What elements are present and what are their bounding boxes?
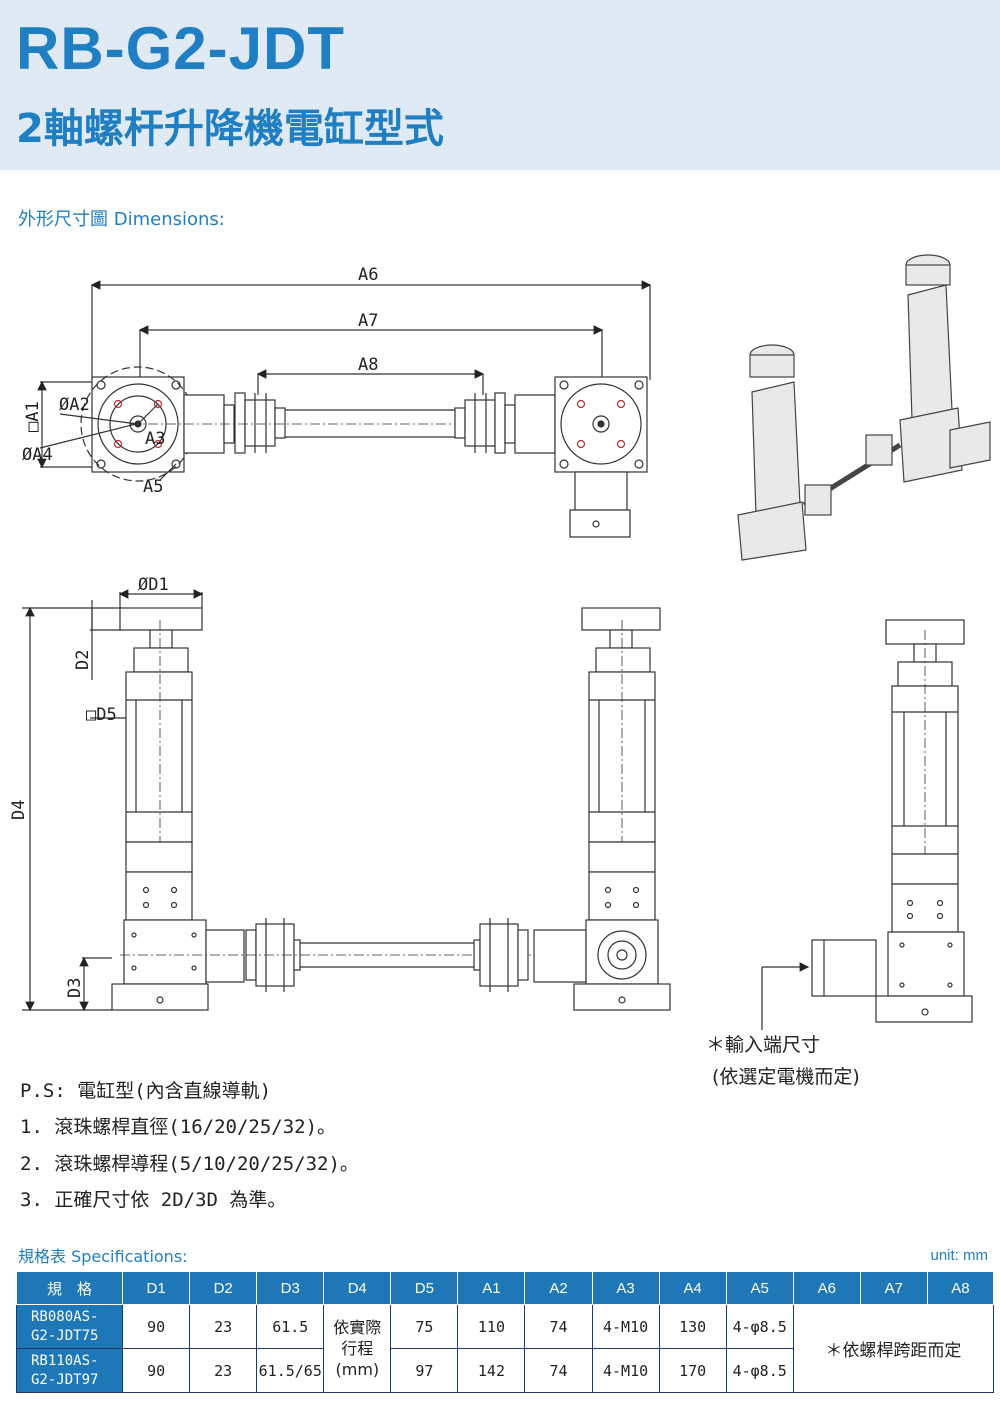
note-1: 1. 滾珠螺桿直徑(16/20/25/32)。 bbox=[20, 1116, 337, 1138]
note-3: 3. 正確尺寸依 2D/3D 為準。 bbox=[20, 1189, 287, 1211]
label-a8: A8 bbox=[358, 355, 378, 375]
header-d3: D3 bbox=[256, 1271, 325, 1305]
header-a1: A1 bbox=[457, 1271, 526, 1305]
note-2: 2. 滾珠螺桿導程(5/10/20/25/32)。 bbox=[20, 1153, 359, 1175]
label-a3: A3 bbox=[145, 429, 165, 449]
label-d1: ØD1 bbox=[138, 575, 169, 595]
dimensions-title: 外形尺寸圖 Dimensions: bbox=[18, 209, 225, 230]
cell-a3: 4-M10 bbox=[591, 1304, 660, 1349]
isometric-view bbox=[737, 254, 991, 561]
table-row: RB110AS-G2-JDT97 90 23 61.5/65 97 142 74… bbox=[15, 1348, 994, 1393]
cell-d1: 90 bbox=[122, 1348, 191, 1393]
input-note-line1: ＊輸入端尺寸 bbox=[706, 1034, 821, 1056]
cell-a5: 4-φ8.5 bbox=[725, 1304, 794, 1349]
label-a2: ØA2 bbox=[59, 395, 90, 415]
model-cell: RB080AS-G2-JDT75 bbox=[15, 1304, 124, 1349]
header-banner: RB-G2-JDT 2軸螺杆升降機電缸型式 bbox=[0, 0, 1000, 170]
spec-header-row: 規 格 D1 D2 D3 D4 D5 A1 A2 A3 A4 A5 A6 A7 … bbox=[15, 1271, 995, 1305]
header-d4: D4 bbox=[323, 1271, 392, 1305]
cell-a4: 170 bbox=[658, 1348, 727, 1393]
spec-table: 規 格 D1 D2 D3 D4 D5 A1 A2 A3 A4 A5 A6 A7 … bbox=[15, 1271, 995, 1393]
model-cell: RB110AS-G2-JDT97 bbox=[15, 1348, 124, 1393]
cell-d5: 75 bbox=[390, 1304, 459, 1349]
label-d4: D4 bbox=[9, 800, 29, 820]
cell-d5: 97 bbox=[390, 1348, 459, 1393]
cell-d2: 23 bbox=[189, 1304, 258, 1349]
label-d3: D3 bbox=[65, 978, 85, 998]
unit-label: unit: mm bbox=[930, 1247, 988, 1264]
table-row: RB080AS-G2-JDT75 90 23 61.5 依實際行程(mm) 75… bbox=[15, 1304, 995, 1393]
input-note-line2: (依選定電機而定) bbox=[712, 1066, 860, 1088]
label-a7: A7 bbox=[358, 311, 378, 331]
spec-title: 規格表 Specifications: bbox=[18, 1247, 188, 1266]
cell-d3: 61.5 bbox=[256, 1304, 325, 1349]
cell-a1: 142 bbox=[457, 1348, 526, 1393]
cell-d1: 90 bbox=[122, 1304, 191, 1349]
cell-a5: 4-φ8.5 bbox=[725, 1348, 794, 1393]
cell-a3: 4-M10 bbox=[591, 1348, 660, 1393]
header-a2: A2 bbox=[524, 1271, 593, 1305]
cell-d2: 23 bbox=[189, 1348, 258, 1393]
label-a1: □A1 bbox=[23, 401, 43, 432]
header-spec: 規 格 bbox=[15, 1271, 124, 1305]
header-a3: A3 bbox=[591, 1271, 660, 1305]
cell-d3: 61.5/65 bbox=[256, 1348, 325, 1393]
dimension-drawing: A6 A7 A8 ØA2 A3 ØA4 A5 □A1 ØD1 D2 □D5 D4… bbox=[9, 254, 991, 1030]
cell-a4: 130 bbox=[658, 1304, 727, 1349]
header-d5: D5 bbox=[390, 1271, 459, 1305]
header-a5: A5 bbox=[725, 1271, 794, 1305]
header-a7: A7 bbox=[859, 1271, 928, 1305]
cell-a1: 110 bbox=[457, 1304, 526, 1349]
cell-a6-a8-merged: ＊依螺桿跨距而定 bbox=[792, 1304, 995, 1393]
label-a4: ØA4 bbox=[22, 445, 53, 465]
label-d5: □D5 bbox=[86, 705, 117, 725]
label-a6: A6 bbox=[358, 265, 378, 285]
cell-d4-merged: 依實際行程(mm) bbox=[323, 1304, 392, 1393]
header-d1: D1 bbox=[122, 1271, 191, 1305]
cell-a2: 74 bbox=[524, 1304, 593, 1349]
model-subtitle: 2軸螺杆升降機電缸型式 bbox=[16, 106, 444, 152]
header-d2: D2 bbox=[189, 1271, 258, 1305]
label-d2: D2 bbox=[73, 650, 93, 670]
left-flange-circle bbox=[97, 383, 179, 465]
header-a8: A8 bbox=[926, 1271, 995, 1305]
note-ps: P.S: 電缸型(內含直線導軌) bbox=[20, 1080, 272, 1102]
label-a5: A5 bbox=[143, 477, 163, 497]
header-a4: A4 bbox=[658, 1271, 727, 1305]
cell-a2: 74 bbox=[524, 1348, 593, 1393]
header-a6: A6 bbox=[792, 1271, 861, 1305]
model-title: RB-G2-JDT bbox=[16, 15, 346, 82]
